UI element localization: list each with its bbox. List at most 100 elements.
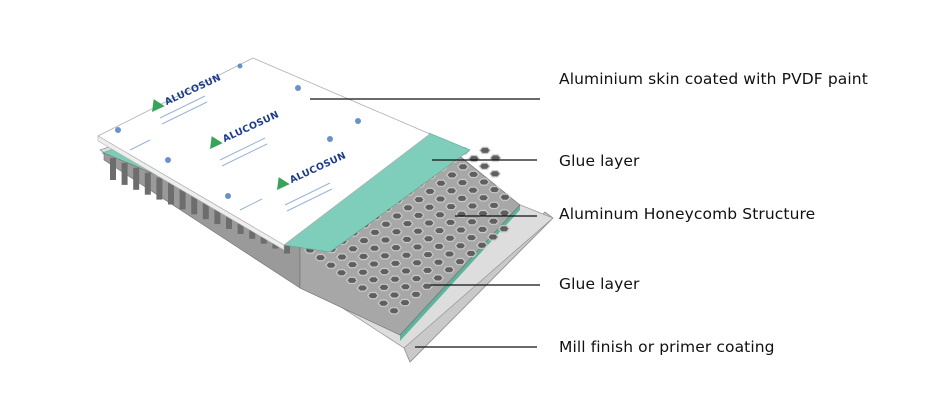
honeycomb-cell xyxy=(432,274,444,282)
honeycomb-cell xyxy=(433,226,446,235)
honeycomb-cell xyxy=(378,283,390,292)
honeycomb-cell xyxy=(421,282,433,290)
honeycomb-cell xyxy=(487,233,499,241)
honeycomb-cell xyxy=(424,187,436,196)
aluminium-skin-top: ALUCOSUN ALUCOSUN ALUCOSUN xyxy=(97,57,431,251)
honeycomb-cell xyxy=(479,146,491,155)
honeycomb-cell xyxy=(422,235,435,243)
honeycomb-cell xyxy=(423,203,436,211)
honeycomb-cell xyxy=(336,253,348,261)
honeycomb-cell xyxy=(488,185,501,194)
honeycomb-cell xyxy=(379,252,391,260)
honeycomb-cell xyxy=(389,259,402,268)
honeycomb-cell xyxy=(412,211,425,220)
honeycomb-cell xyxy=(399,283,412,291)
honeycomb-cell xyxy=(368,260,380,268)
honeycomb-cell xyxy=(368,244,381,252)
honeycomb-cell xyxy=(489,170,501,178)
honeycomb-cell xyxy=(379,236,392,244)
honeycomb-cell xyxy=(434,211,446,219)
honeycomb-cell xyxy=(399,298,411,307)
honeycomb-cell xyxy=(346,276,358,285)
label-glue-layer-top: Glue layer xyxy=(559,152,640,170)
honeycomb-side-cell xyxy=(214,202,221,225)
honeycomb-cell xyxy=(378,267,391,276)
honeycomb-cell xyxy=(411,259,423,267)
honeycomb-cell xyxy=(356,284,369,292)
honeycomb-cell xyxy=(456,178,469,187)
honeycomb-cell xyxy=(357,268,369,276)
honeycomb-cell xyxy=(412,227,424,235)
honeycomb-cell xyxy=(455,226,467,234)
honeycomb-cell xyxy=(499,193,511,201)
honeycomb-cell xyxy=(445,202,457,211)
honeycomb-cell xyxy=(390,228,403,236)
honeycomb-cell xyxy=(433,242,445,251)
honeycomb-cell xyxy=(465,249,477,258)
honeycomb-cell xyxy=(477,209,489,218)
honeycomb-cell xyxy=(401,219,414,228)
honeycomb-cell xyxy=(423,219,435,227)
honeycomb-cell xyxy=(444,218,457,227)
label-aluminium-skin: Aluminium skin coated with PVDF paint xyxy=(559,70,868,88)
honeycomb-cell xyxy=(358,236,370,245)
label-honeycomb-structure: Aluminum Honeycomb Structure xyxy=(559,205,816,223)
honeycomb-cell xyxy=(466,218,478,226)
honeycomb-cell xyxy=(467,186,479,194)
honeycomb-side-cell xyxy=(110,158,116,180)
honeycomb-cell xyxy=(478,162,491,170)
honeycomb-side-cell xyxy=(179,187,186,210)
honeycomb-cell xyxy=(400,251,413,259)
honeycomb-cell xyxy=(488,201,500,210)
honeycomb-cell xyxy=(410,274,423,283)
honeycomb-cell xyxy=(432,258,445,266)
honeycomb-cell xyxy=(411,243,424,251)
skin-print-lines xyxy=(129,95,333,212)
honeycomb-side-cell xyxy=(202,197,209,220)
honeycomb-cell xyxy=(443,266,455,274)
honeycomb-cell xyxy=(498,209,511,217)
leader-lines xyxy=(310,98,540,348)
honeycomb-cell xyxy=(410,290,422,299)
honeycomb-cell xyxy=(487,217,500,225)
honeycomb-cell xyxy=(445,187,458,195)
honeycomb-cell xyxy=(444,234,456,242)
honeycomb-side-cell xyxy=(121,162,128,185)
honeycomb-cell xyxy=(390,243,402,252)
honeycomb-cell xyxy=(380,220,392,228)
honeycomb-cell xyxy=(443,250,456,258)
honeycomb-cell xyxy=(314,253,327,262)
honeycomb-cell xyxy=(477,194,490,202)
honeycomb-cell xyxy=(498,225,510,233)
honeycomb-cell xyxy=(422,250,434,259)
honeycomb-cell xyxy=(325,261,337,269)
honeycomb-cell xyxy=(400,267,412,275)
honeycomb-cell xyxy=(478,178,490,186)
honeycomb-cell xyxy=(367,291,379,300)
skin-print-marks xyxy=(115,63,361,199)
honeycomb-cell xyxy=(402,204,414,212)
honeycomb-cell xyxy=(465,233,478,242)
honeycomb-cell xyxy=(454,257,466,266)
honeycomb-cell xyxy=(468,154,480,163)
honeycomb-side-cell xyxy=(144,172,151,195)
honeycomb-cell xyxy=(388,291,401,299)
honeycomb-cell xyxy=(421,266,434,275)
honeycomb-cell xyxy=(466,202,479,210)
honeycomb-cell xyxy=(435,179,447,187)
honeycomb-cell xyxy=(335,269,348,277)
honeycomb-side-cell xyxy=(156,177,163,200)
honeycomb-cell xyxy=(454,242,467,250)
honeycomb-cell xyxy=(401,235,413,244)
honeycomb-cell xyxy=(367,276,380,284)
honeycomb-side-cell xyxy=(133,167,140,190)
honeycomb-cell xyxy=(456,194,468,203)
honeycomb-cell xyxy=(369,228,381,237)
label-glue-layer-bottom: Glue layer xyxy=(559,275,640,293)
honeycomb-cell xyxy=(413,195,425,204)
label-mill-finish: Mill finish or primer coating xyxy=(559,338,775,356)
honeycomb-cell xyxy=(476,225,489,234)
honeycomb-cell xyxy=(377,299,390,307)
honeycomb-cell xyxy=(346,260,359,269)
